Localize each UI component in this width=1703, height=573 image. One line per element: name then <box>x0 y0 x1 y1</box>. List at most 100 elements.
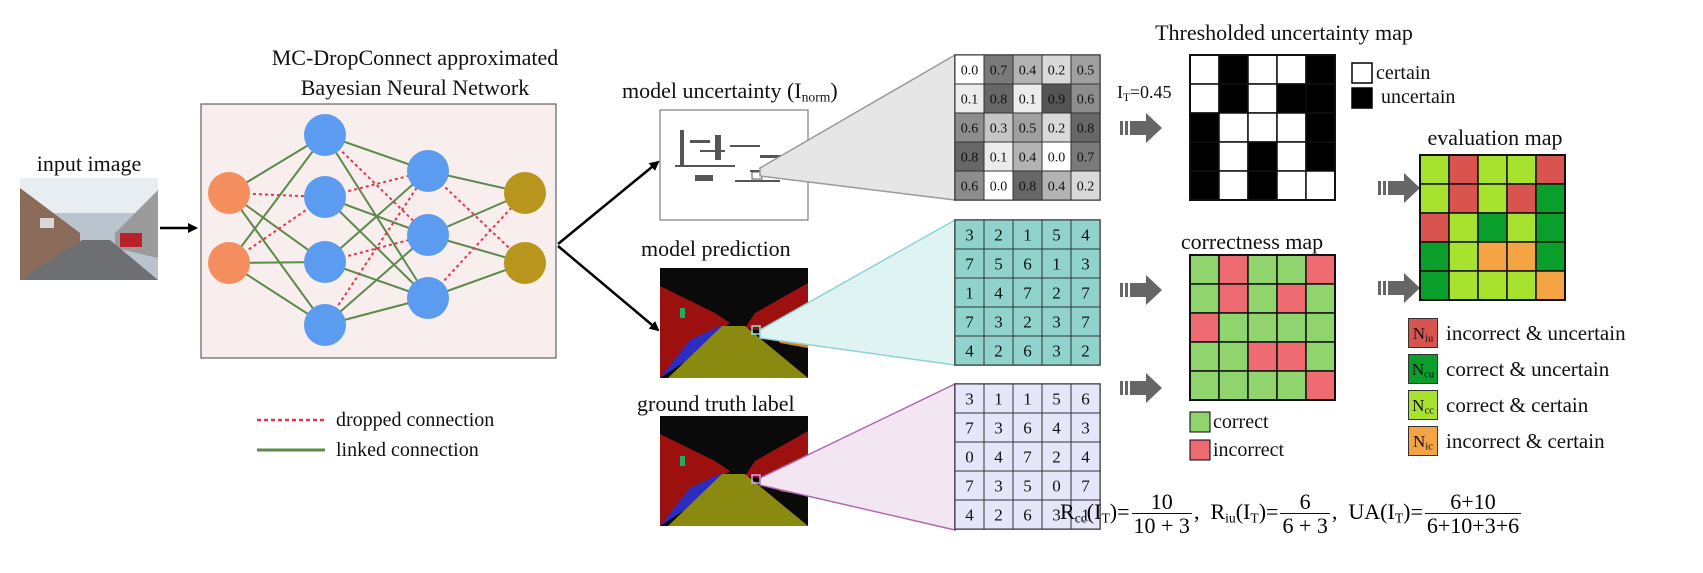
evaluation-legend-swatch: Niu <box>1408 318 1438 348</box>
uncertainty-grid-value: 0.4 <box>1019 150 1037 165</box>
truth-grid-value: 1 <box>1081 505 1090 524</box>
l1-l2-linked-edge <box>324 234 429 326</box>
correctness-grid-cell <box>1218 312 1249 343</box>
prediction-grid-value: 1 <box>965 283 974 302</box>
threshold-grid-cell <box>1276 170 1307 201</box>
threshold-arrow-tail-a <box>1120 121 1123 135</box>
evaluation-arrow-bottom <box>1388 273 1420 303</box>
truth-grid-cell <box>954 499 985 530</box>
correctness-grid-cell <box>1276 312 1307 343</box>
threshold-grid-cell <box>1189 112 1220 143</box>
correctness-grid-cell <box>1189 254 1220 285</box>
threshold-grid-cell <box>1218 83 1249 114</box>
evaluation-grid-cell <box>1535 154 1566 185</box>
uncertainty-grid-value: 0.6 <box>1077 92 1095 107</box>
evaluation-legend-text: incorrect & certain <box>1446 428 1605 453</box>
uncertainty-grid-value: 0.3 <box>990 121 1008 136</box>
evaluation-grid-cell <box>1506 212 1537 243</box>
threshold-grid-cell <box>1276 141 1307 172</box>
threshold-grid-cell <box>1305 83 1336 114</box>
truth-grid-value: 4 <box>1081 447 1090 466</box>
evaluation-grid-cell <box>1477 212 1508 243</box>
evaluation-arrow-bottom-tail-b <box>1383 281 1386 295</box>
uncertainty-edge-mark <box>715 135 721 160</box>
prediction-grid-value: 3 <box>1081 254 1090 273</box>
evaluation-grid-cell <box>1506 241 1537 272</box>
ground-truth-label: ground truth label <box>637 391 795 416</box>
evaluation-grid-cell <box>1448 241 1479 272</box>
evaluation-grid <box>1419 154 1566 301</box>
prediction-grid-value: 7 <box>965 254 974 273</box>
legend-certain-label: certain <box>1376 62 1431 84</box>
prediction-grid-value: 7 <box>1023 283 1032 302</box>
threshold-grid-cell <box>1247 112 1278 143</box>
network-to-uncertainty-arrow <box>557 160 660 245</box>
prediction-grid-cell <box>1070 248 1101 279</box>
legend-certain-swatch <box>1351 62 1373 84</box>
threshold-grid-cell <box>1189 54 1220 85</box>
hidden-node <box>407 277 449 319</box>
evaluation-grid-cell <box>1448 270 1479 301</box>
evaluation-arrow-top-tail-a <box>1378 181 1381 195</box>
ground-truth-image-sign <box>680 456 685 466</box>
truth-grid-value: 3 <box>1081 418 1090 437</box>
evaluation-grid-cell <box>1448 154 1479 185</box>
model-prediction-label: model prediction <box>641 236 791 261</box>
legend-correct-label: correct <box>1213 411 1269 433</box>
correctness-grid-cell <box>1189 312 1220 343</box>
threshold-grid-cell <box>1247 141 1278 172</box>
threshold-grid-cell <box>1305 170 1336 201</box>
uncertainty-edge-mark <box>695 175 713 181</box>
prediction-grid-value: 2 <box>1052 283 1061 302</box>
uncertainty-grid-value: 0.0 <box>1048 150 1066 165</box>
correctness-grid-cell <box>1247 370 1278 401</box>
truth-grid-value: 4 <box>994 447 1003 466</box>
truth-grid-cell <box>1012 441 1043 472</box>
correctness-arrow-top <box>1130 275 1162 305</box>
output-node <box>504 242 546 284</box>
prediction-grid-value: 1 <box>1052 254 1061 273</box>
uncertainty-grid-cell <box>1070 170 1101 201</box>
l0-l1-linked-edge <box>228 192 326 326</box>
prediction-grid-cell <box>983 335 1014 366</box>
uncertainty-grid-value: 0.9 <box>1048 92 1066 107</box>
truth-grid-value: 3 <box>994 476 1003 495</box>
threshold-arrow <box>1130 113 1162 143</box>
evaluation-grid-cell <box>1477 154 1508 185</box>
prediction-grid-cell <box>1070 335 1101 366</box>
evaluation-arrow-top-tail-b <box>1383 181 1386 195</box>
threshold-grid-cell <box>1218 112 1249 143</box>
evaluation-grid-cell <box>1477 270 1508 301</box>
prediction-grid-value: 4 <box>994 283 1003 302</box>
legend-correct-swatch <box>1189 411 1211 433</box>
correctness-grid-cell <box>1218 370 1249 401</box>
threshold-grid-cell <box>1276 54 1307 85</box>
truth-grid-cell <box>1012 470 1043 501</box>
bnn-title-line2: Bayesian Neural Network <box>300 75 530 100</box>
correctness-grid <box>1189 254 1336 401</box>
correctness-arrow-bottom-tail-a <box>1120 381 1123 395</box>
l1-l2-linked-edge <box>324 196 429 299</box>
prediction-grid-value: 3 <box>1052 312 1061 331</box>
correctness-grid-cell <box>1247 341 1278 372</box>
uncertainty-edge-mark <box>760 155 790 158</box>
uncertainty-grid-cell <box>983 112 1014 143</box>
hidden-node <box>407 214 449 256</box>
prediction-grid-cell <box>983 248 1014 279</box>
threshold-grid-cell <box>1247 83 1278 114</box>
truth-grid-value: 6 <box>1023 418 1032 437</box>
prediction-grid-cell <box>1070 219 1101 250</box>
evaluation-grid-cell <box>1535 183 1566 214</box>
ground-truth-image-road <box>668 474 808 526</box>
correctness-grid-cell <box>1189 283 1220 314</box>
evaluation-grid-cell <box>1477 183 1508 214</box>
truth-grid-cell <box>1070 499 1101 530</box>
correctness-grid-cell <box>1218 254 1249 285</box>
truth-grid-value: 3 <box>1052 505 1061 524</box>
uncertainty-grid-cell <box>1041 83 1072 114</box>
uncertainty-grid-cell <box>1070 83 1101 114</box>
